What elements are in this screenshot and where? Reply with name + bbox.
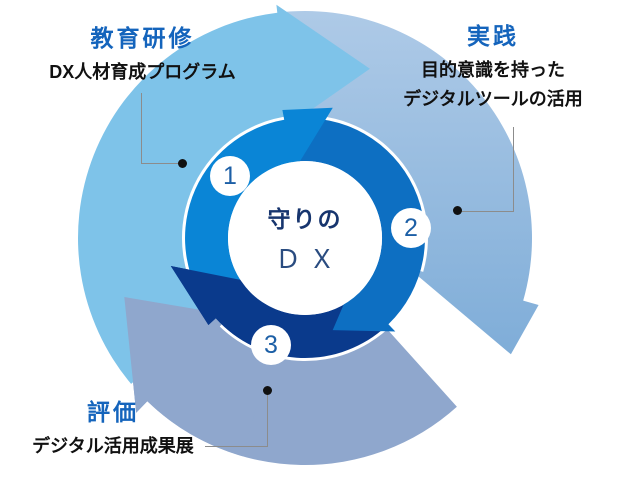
outer-arrow-evaluation-head: [124, 297, 272, 457]
step-3-leader-dot: [263, 386, 272, 395]
step-3-description: デジタル活用成果展: [32, 436, 194, 457]
step-1-description: DX人材育成プログラム: [49, 62, 236, 83]
center-label: 守りの ＤＸ: [229, 162, 381, 314]
step-2-leader-dot: [453, 206, 462, 215]
step-1-leader-dot: [178, 159, 187, 168]
step-2-leader-line-vertical: [513, 127, 514, 212]
step-1-title: 教育研修: [90, 25, 195, 51]
step-1-badge: 1: [210, 156, 250, 196]
step-3-leader-line-vertical: [267, 393, 268, 446]
step-2-description-line1: 目的意識を持った: [421, 60, 565, 81]
step-2-description-line2: デジタルツールの活用: [403, 89, 583, 110]
center-circle: [228, 161, 382, 315]
center-label-line1: 守りの: [267, 206, 343, 232]
step-2-annotation: 実践 目的意識を持った デジタルツールの活用: [385, 23, 601, 114]
step-3-title: 評価: [87, 399, 139, 425]
step-1-annotation: 教育研修 DX人材育成プログラム: [30, 25, 255, 87]
step-2-title: 実践: [467, 23, 519, 49]
center-label-line2: ＤＸ: [274, 244, 343, 274]
step-3-badge: 3: [251, 325, 291, 365]
outer-arrow-practice: [277, 11, 539, 355]
step-1-leader-line-vertical: [141, 93, 142, 163]
outer-arrow-training: [78, 4, 370, 384]
step-2-badge: 2: [391, 208, 431, 248]
step-3-annotation: 評価 デジタル活用成果展: [18, 399, 208, 461]
step-3-leader-line-horizontal: [205, 446, 268, 447]
step-1-leader-line-horizontal: [141, 163, 179, 164]
step-2-leader-line-horizontal: [461, 211, 514, 212]
step-2-description: 目的意識を持った デジタルツールの活用: [385, 56, 601, 114]
inner-arrow-step2: [292, 118, 425, 332]
